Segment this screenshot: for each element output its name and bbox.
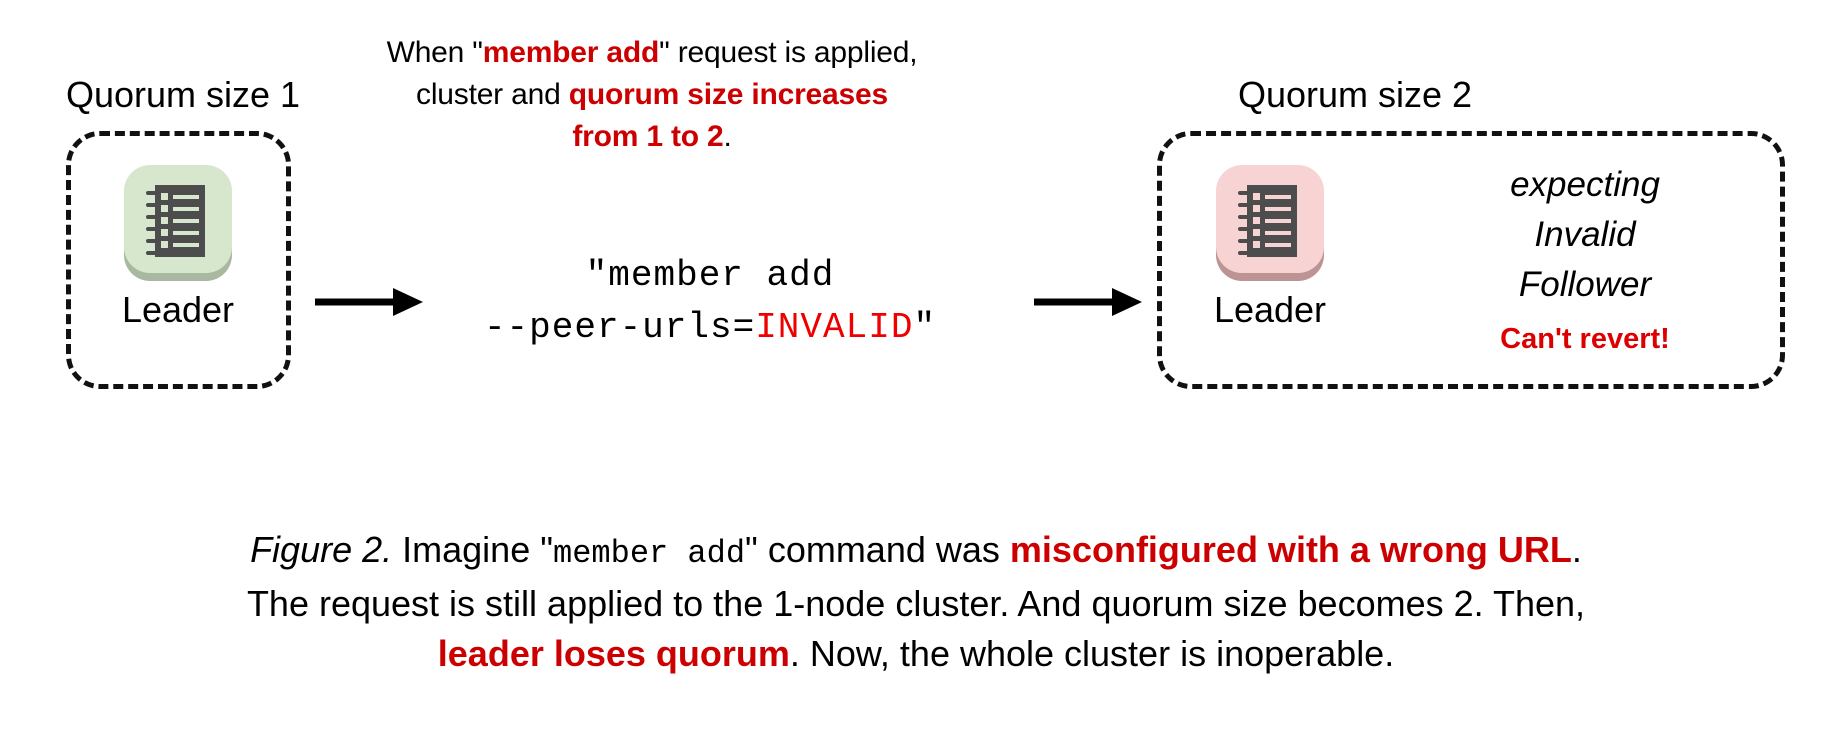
left-node-label: Leader (121, 289, 235, 330)
top-caption-line-3: from 1 to 2. (352, 116, 952, 158)
right-cluster-title: Quorum size 2 (1237, 74, 1473, 115)
right-node-label: Leader (1213, 289, 1327, 330)
figure-caption-line-3: leader loses quorum. Now, the whole clus… (60, 629, 1772, 679)
status-line-invalid: Invalid (1534, 215, 1636, 254)
caption-emphasis-leader-loses-quorum: leader loses quorum (437, 633, 790, 674)
figure-caption-line-1: Figure 2. Imagine "member add" command w… (60, 525, 1772, 579)
caption-mono-member-add: member add (553, 535, 746, 572)
command-line-2: --peer-urls=INVALID" (420, 302, 1000, 354)
right-leader-node: Leader (1195, 157, 1345, 331)
apply-request-arrow (315, 288, 423, 316)
cant-revert-warning: Can't revert! (1500, 323, 1670, 355)
figure-caption-line-2: The request is still applied to the 1-no… (246, 583, 1586, 624)
top-caption-line3-emphasis: from 1 to 2 (572, 120, 724, 153)
ledger-node-icon (146, 185, 205, 257)
member-add-command: "member add --peer-urls=INVALID" (420, 250, 1000, 354)
top-caption-line2-part1: cluster and (416, 78, 569, 111)
right-node-icon-wrap (1211, 157, 1329, 285)
right-cluster-status: expecting Invalid Follower Can't revert! (1430, 160, 1740, 356)
status-line-follower: Follower (1518, 265, 1652, 304)
top-caption-line-2: cluster and quorum size increases (352, 74, 952, 116)
top-caption-line2-emphasis: quorum size increases (568, 78, 888, 111)
top-caption-line3-part2: . (723, 120, 732, 153)
left-node-icon-wrap (119, 157, 237, 285)
caption-seg-1: Imagine " (392, 529, 553, 570)
status-line-expecting: expecting (1510, 165, 1660, 204)
top-caption-line1-part1: When " (386, 36, 483, 69)
left-cluster-title: Quorum size 1 (65, 74, 301, 115)
top-caption-line1-emphasis: member add (482, 36, 660, 69)
left-leader-node: Leader (103, 157, 253, 331)
command-line2-suffix: " (913, 307, 937, 348)
figure-label: Figure 2. (250, 529, 393, 570)
ledger-node-icon (1238, 185, 1297, 257)
command-line2-prefix: --peer-urls= (483, 307, 756, 348)
resulting-state-arrow (1034, 288, 1142, 316)
caption-emphasis-misconfigured: misconfigured with a wrong URL (1009, 529, 1572, 570)
caption-seg-4: . Now, the whole cluster is inoperable. (789, 633, 1395, 674)
command-line-1: "member add (585, 255, 835, 296)
top-caption-line-1: When "member add" request is applied, (352, 32, 952, 74)
command-line2-invalid-value: INVALID (755, 307, 914, 348)
top-caption: When "member add" request is applied, cl… (352, 32, 952, 158)
caption-seg-3: . (1571, 529, 1582, 570)
left-cluster-box (66, 131, 291, 389)
right-cluster-box (1157, 131, 1785, 389)
top-caption-line1-part2: " request is applied, (659, 36, 918, 69)
caption-seg-2: " command was (745, 529, 1010, 570)
figure-caption: Figure 2. Imagine "member add" command w… (60, 525, 1772, 679)
